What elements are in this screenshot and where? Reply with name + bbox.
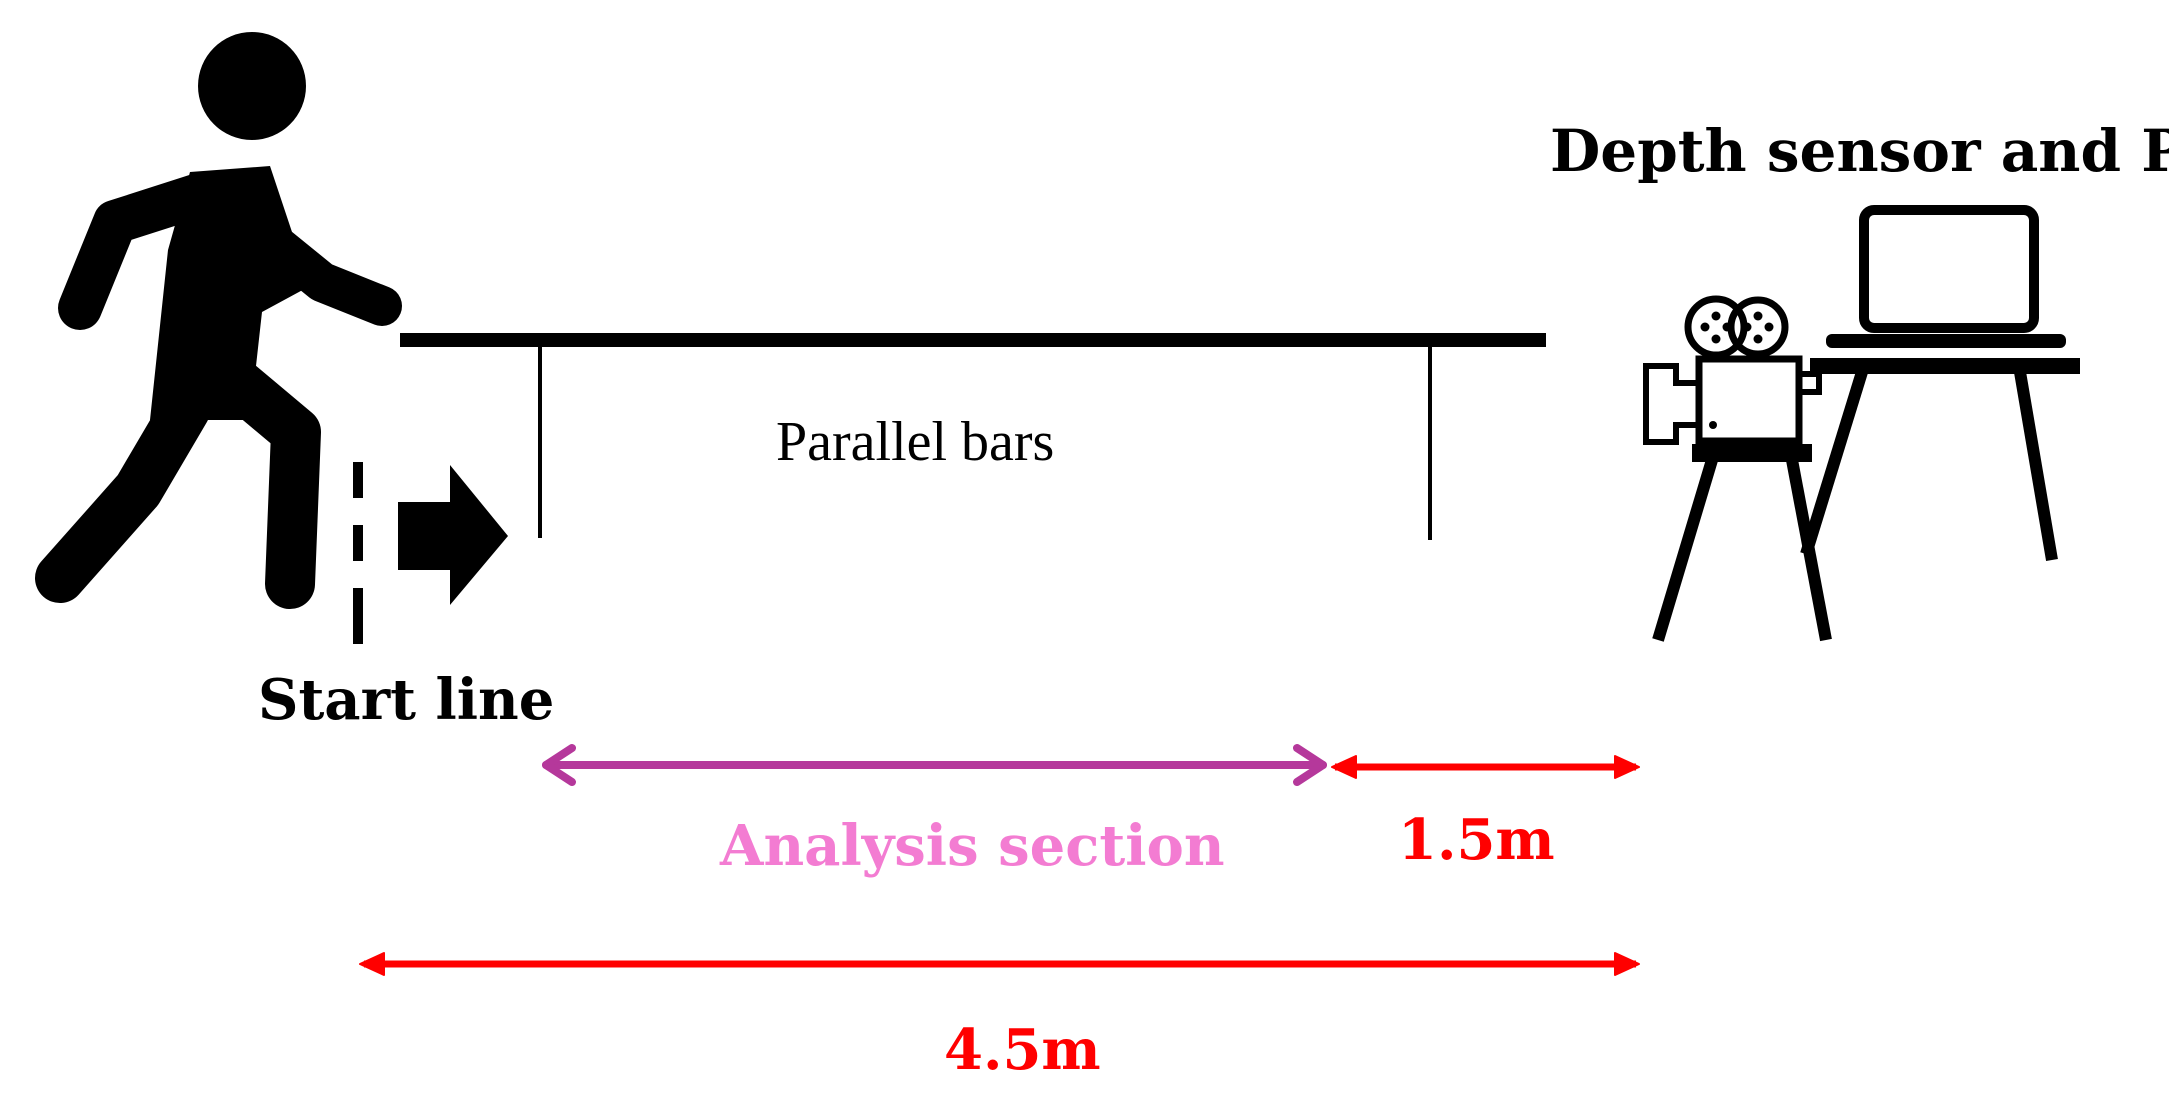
parallel-bars — [400, 333, 1546, 540]
total-distance-arrow — [359, 952, 1640, 976]
parallel-bars-label: Parallel bars — [776, 411, 1055, 473]
analysis-section-arrow — [542, 744, 1327, 786]
film-camera-icon — [1643, 295, 1832, 642]
short-distance-arrow — [1331, 755, 1640, 779]
short-distance-label: 1.5m — [1398, 807, 1555, 873]
sensor-label: Depth sensor and PC — [1550, 117, 2169, 185]
right-arrow-icon — [398, 465, 508, 605]
walking-person-icon — [35, 32, 402, 609]
total-distance-label: 4.5m — [944, 1017, 1101, 1083]
laptop-icon — [1800, 205, 2080, 562]
analysis-section-label: Analysis section — [720, 813, 1225, 879]
start-line-label: Start line — [258, 667, 555, 733]
